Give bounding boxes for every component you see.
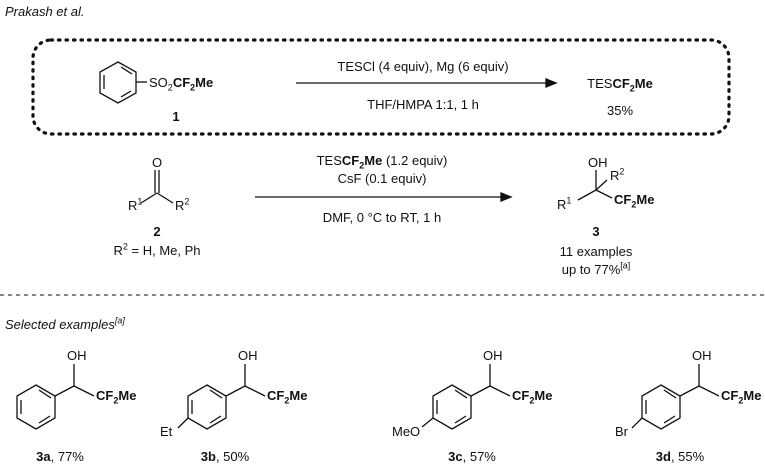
example-3c-structure xyxy=(421,364,511,430)
product3-r2-label: R2 xyxy=(610,166,625,183)
product3-structure xyxy=(577,170,613,201)
reaction2-conditions: DMF, 0 °C to RT, 1 h xyxy=(322,210,442,225)
reaction1-conditions-top: TESCl (4 equiv), Mg (6 equiv) xyxy=(337,59,509,74)
example-3d-para-substituent: Br xyxy=(615,424,628,439)
substituents-note: R2 = H, Me, Ph xyxy=(113,241,201,258)
reaction1-arrow xyxy=(296,78,558,88)
reaction2-reagent: TESCF2Me (1.2 equiv) xyxy=(316,153,448,171)
example-3c-cf2me: CF2Me xyxy=(512,388,553,406)
reaction2-arrow xyxy=(255,192,513,202)
ketone-structure xyxy=(140,170,174,204)
substituent-r2-label: R2 xyxy=(175,196,190,213)
compound-3-number: 3 xyxy=(592,224,600,239)
example-3b-cf2me: CF2Me xyxy=(267,388,308,406)
example-3a-structure xyxy=(16,364,95,430)
example-3d-caption: 3d, 55% xyxy=(655,449,705,464)
example-3c-oh: OH xyxy=(483,348,503,363)
example-3a-oh: OH xyxy=(67,348,87,363)
selected-examples-title: Selected examples[a] xyxy=(5,315,125,332)
reaction1-conditions-bottom: THF/HMPA 1:1, 1 h xyxy=(367,97,479,112)
example-3b-structure xyxy=(177,364,266,430)
example-3b-para-substituent: Et xyxy=(160,424,173,439)
attribution-text: Prakash et al. xyxy=(5,4,85,19)
example-3d-oh: OH xyxy=(692,348,712,363)
sulfone-group-label: SO2CF2Me xyxy=(149,75,214,93)
example-3d-structure xyxy=(631,364,720,430)
example-3a-caption: 3a, 77% xyxy=(36,449,84,464)
reaction1-yield: 35% xyxy=(606,103,634,118)
example-3a-cf2me: CF2Me xyxy=(96,388,137,406)
example-3b-oh: OH xyxy=(238,348,258,363)
product3-cf2me-label: CF2Me xyxy=(614,192,655,210)
max-yield: up to 77%[a] xyxy=(561,260,631,277)
sulfone-benzene-ring xyxy=(99,61,147,104)
product3-oh-label: OH xyxy=(588,155,608,170)
compound-1-number: 1 xyxy=(172,109,180,124)
substituent-r1-label: R1 xyxy=(128,196,143,213)
compound-2-number: 2 xyxy=(153,224,161,239)
dotted-box xyxy=(31,38,731,136)
example-3c-caption: 3c, 57% xyxy=(448,449,496,464)
carbonyl-oxygen-label: O xyxy=(151,155,163,170)
example-3b-caption: 3b, 50% xyxy=(200,449,250,464)
reaction1-product: TESCF2Me xyxy=(587,76,653,94)
reaction2-additive: CsF (0.1 equiv) xyxy=(337,171,427,186)
example-3d-cf2me: CF2Me xyxy=(721,388,762,406)
example-3c-para-substituent: MeO xyxy=(392,424,421,439)
examples-count: 11 examples xyxy=(559,244,633,259)
product3-r1-label: R1 xyxy=(557,195,572,212)
